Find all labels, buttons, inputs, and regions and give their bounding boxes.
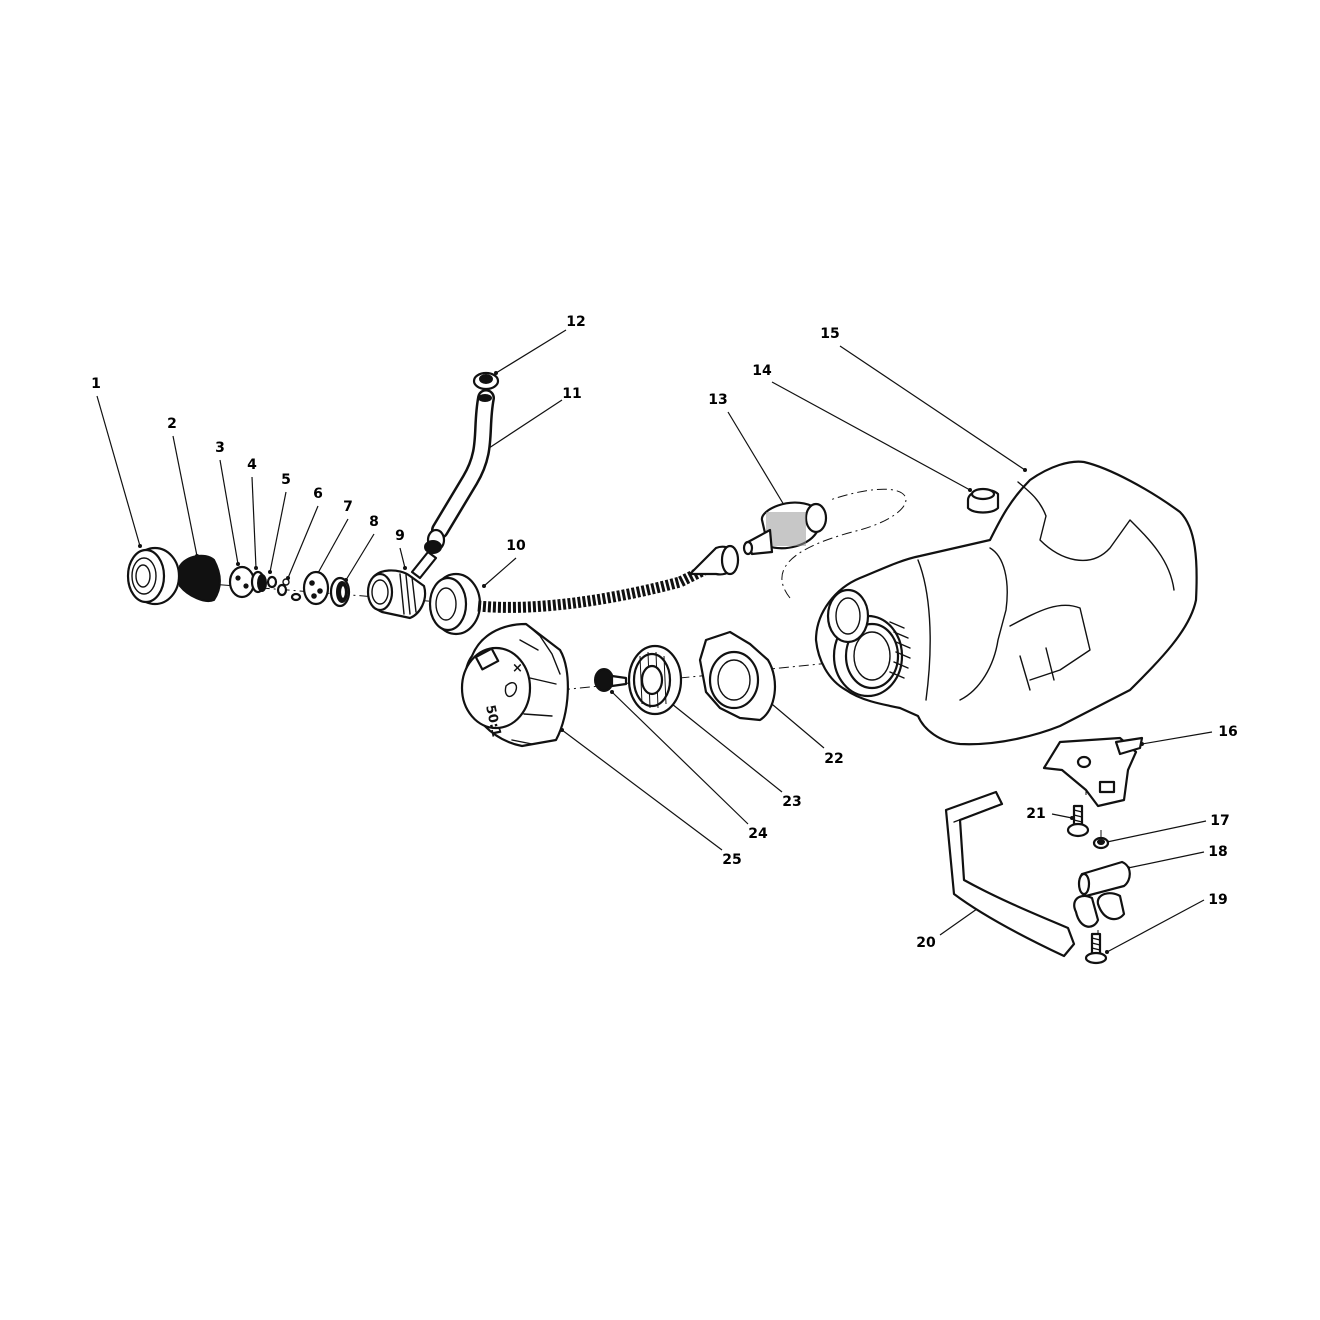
part-14-vent [966,487,1000,514]
part-20-strap [944,790,1126,958]
part-12-grommet [472,371,500,391]
part-24-vent-button [594,668,628,692]
part-25-fuel-cap: 50:1 × [460,622,569,748]
svg-text:×: × [512,661,523,676]
part-label-21: 21 [1026,806,1045,822]
part-23-gasket [627,644,683,716]
callout-labels: 1 2 3 4 5 6 7 8 9 10 11 12 13 14 15 16 1… [91,314,1238,951]
part-11-hose [424,389,495,554]
part-label-18: 18 [1208,844,1227,860]
part-label-11: 11 [562,386,581,402]
part-label-3: 3 [215,440,225,456]
part-label-16: 16 [1218,724,1237,740]
part-2-primer-bulb [179,554,221,602]
part-label-13: 13 [708,392,727,408]
part-label-14: 14 [752,363,772,379]
part-7-plate [302,570,330,606]
part-label-10: 10 [506,538,526,554]
part-label-2: 2 [167,416,177,432]
part-10-fuel-line [428,544,740,636]
part-label-22: 22 [824,751,843,767]
part-6-valve [276,578,302,602]
part-8-gasket [329,576,351,608]
part-label-17: 17 [1210,813,1229,829]
part-label-6: 6 [313,486,323,502]
part-18-spacer [1077,860,1131,898]
part-label-19: 19 [1208,892,1227,908]
part-5-check-valve [266,575,278,589]
part-22-neck-adaptor [698,630,776,722]
part-label-20: 20 [916,935,936,951]
cap-ratio-marking: 50:1 [482,704,503,739]
part-16-bracket [1042,736,1144,808]
part-label-8: 8 [369,514,379,530]
part-label-25: 25 [722,852,741,868]
part-4-washer [250,570,267,594]
part-label-15: 15 [820,326,839,342]
part-9-pump-body [366,550,438,620]
part-13-fuel-filter [742,501,828,556]
part-19-screw [1084,932,1108,965]
part-17-nut [1092,836,1110,850]
part-label-24: 24 [748,826,768,842]
part-label-4: 4 [247,457,257,473]
part-21-screw [1066,804,1090,838]
part-label-1: 1 [91,376,101,392]
part-label-7: 7 [343,499,353,515]
part-15-fuel-tank [814,460,1198,746]
leader-lines [96,329,1213,954]
part-1-grommet [126,546,181,606]
part-label-9: 9 [395,528,405,544]
part-3-retainer [228,565,256,599]
part-label-23: 23 [782,794,801,810]
part-label-5: 5 [281,472,291,488]
part-label-12: 12 [566,314,585,330]
